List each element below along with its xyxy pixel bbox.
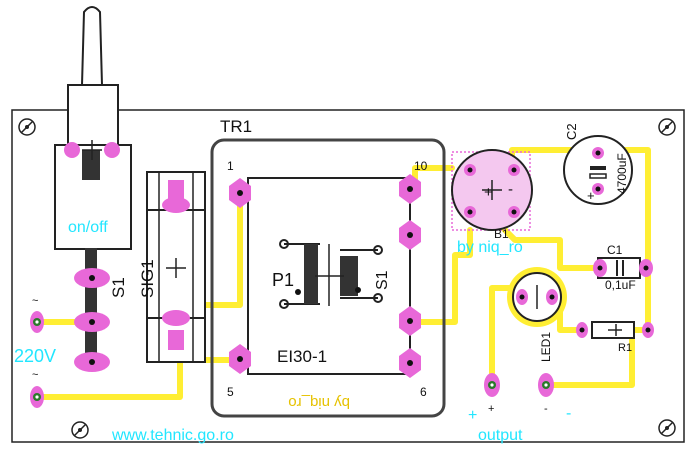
- label-s1-switch: S1: [109, 277, 128, 298]
- bottom-text-output: output: [478, 427, 523, 444]
- mounting-hole-bottom-right: [658, 419, 676, 437]
- bottom-text-plus: +: [468, 407, 477, 424]
- transformer-pad-7: [399, 306, 421, 336]
- label-pin5: 5: [227, 385, 234, 399]
- transformer-pad-5: [229, 344, 251, 374]
- label-led1: LED1: [539, 332, 553, 362]
- label-c2-value: 4700uF: [615, 153, 629, 194]
- copper-traces: [34, 147, 651, 400]
- secondary-coil-symbol: [340, 245, 383, 303]
- transformer-pad-1: [229, 178, 251, 208]
- label-sig1: SIG1: [138, 259, 157, 298]
- label-c2: C2: [564, 123, 579, 140]
- switch-pad-middle: [74, 312, 110, 332]
- label-output-plus: +: [488, 403, 494, 415]
- output-pad-plus: [484, 373, 500, 397]
- label-b1-minus: -: [508, 181, 513, 198]
- label-pin6: 6: [420, 385, 427, 399]
- mains-pad-bottom: [30, 386, 44, 408]
- label-pin10: 10: [414, 159, 428, 173]
- label-c1-value: 0,1uF: [605, 278, 636, 292]
- label-pin1: 1: [227, 159, 234, 173]
- led: [507, 267, 567, 327]
- label-s1-coil: S1: [374, 270, 391, 290]
- switch-pad-lower: [74, 352, 110, 372]
- resistor-r1: [576, 321, 654, 339]
- capacitor-c2: [563, 135, 633, 205]
- transformer-pad-9: [399, 220, 421, 250]
- trace-output-plus: [489, 285, 518, 388]
- mounting-hole-bottom-left: [71, 421, 89, 439]
- label-mains-tilde-bottom: ~: [32, 369, 38, 381]
- bottom-text-minus: -: [566, 405, 571, 422]
- bottom-text-220v: 220V: [14, 346, 56, 366]
- bottom-text-onoff: on/off: [68, 219, 108, 236]
- bottom-text-by-niq: by niq_ro: [457, 239, 523, 256]
- mounting-hole-top-left: [18, 118, 36, 136]
- trace-output-minus: [543, 337, 635, 388]
- toggle-switch: [54, 6, 132, 372]
- trace-bridge-minus: [497, 222, 603, 271]
- transformer-core: [247, 177, 411, 375]
- label-p1: P1: [272, 270, 294, 290]
- transformer-pad-6: [399, 348, 421, 378]
- label-c2-plus: +: [587, 188, 595, 203]
- mirrored-text-by-niq: by niq_ro: [288, 394, 350, 411]
- output-pad-minus: [538, 373, 554, 397]
- bridge-rectifier: [451, 149, 533, 231]
- mains-pad-top: [30, 311, 44, 333]
- primary-coil-symbol: [279, 239, 320, 309]
- label-mains-tilde-top: ~: [32, 295, 38, 307]
- label-tr1: TR1: [220, 117, 252, 136]
- label-b1-plus: +: [484, 184, 493, 201]
- transformer-outline: [210, 138, 446, 418]
- trace-mains-bottom: [34, 357, 243, 400]
- label-output-minus: -: [544, 403, 548, 415]
- mounting-hole-top-right: [658, 118, 676, 136]
- capacitor-c1: [593, 257, 653, 279]
- bottom-text-website: www.tehnic.go.ro: [111, 427, 234, 444]
- label-r1: R1: [618, 342, 632, 354]
- label-c1: C1: [607, 243, 623, 257]
- transformer-pad-10: [399, 174, 421, 204]
- label-b1: B1: [494, 227, 509, 241]
- fuse-holder: [146, 171, 206, 363]
- label-ei30: EI30-1: [277, 347, 327, 366]
- trace-secondary-6: [412, 227, 473, 325]
- switch-pad-upper: [74, 268, 110, 288]
